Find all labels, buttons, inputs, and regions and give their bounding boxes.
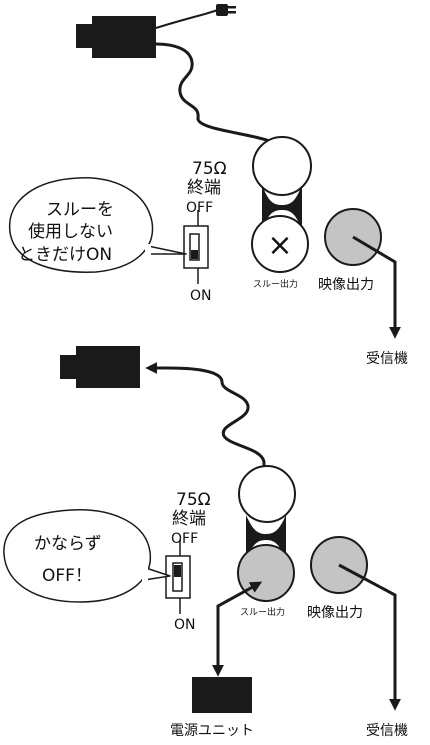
top-diagram: × 75Ω 終端 OFF ON スルーを 使用しない ときだけON スルー出力 <box>8 4 408 367</box>
bottom-input-connector <box>238 465 296 523</box>
bottom-terminator-value: 75Ω <box>176 490 211 510</box>
power-unit-block <box>192 677 252 713</box>
top-bubble-line-3: ときだけON <box>18 245 112 265</box>
bottom-video-cable <box>145 362 270 491</box>
bottom-camera-block <box>60 346 140 388</box>
top-termination-switch <box>183 210 209 284</box>
top-bubble-line-2: 使用しない <box>28 221 113 242</box>
top-terminator-value: 75Ω <box>192 159 227 179</box>
top-bubble-line-1: スルーを <box>46 200 114 220</box>
bottom-switch-on-label: ON <box>174 617 196 633</box>
bottom-receiver-cable <box>338 563 401 711</box>
bottom-through-out-label: スルー出力 <box>240 606 285 618</box>
bottom-bubble-line-2: OFF！ <box>42 566 92 586</box>
bottom-termination-switch <box>165 540 191 614</box>
top-video-cable <box>155 42 287 165</box>
top-receiver-cable <box>352 235 401 339</box>
top-camera-block <box>76 16 156 58</box>
bottom-switch-off-label: OFF <box>171 531 198 547</box>
top-terminal-block: × <box>251 136 382 273</box>
top-speech-bubble: スルーを 使用しない ときだけON <box>8 177 187 273</box>
top-switch-on-label: ON <box>190 288 212 304</box>
top-receiver-label: 受信機 <box>366 351 408 367</box>
bottom-bubble-line-1: かならず <box>34 534 102 554</box>
bottom-power-unit-label: 電源ユニット <box>170 723 254 739</box>
bottom-diagram: 75Ω 終端 OFF ON かならず OFF！ スルー出力 映像出力 電源ユニッ… <box>3 346 408 739</box>
top-through-connector <box>251 215 309 273</box>
top-video-out-label: 映像出力 <box>318 277 374 293</box>
bottom-receiver-label: 受信機 <box>366 723 408 739</box>
bottom-video-out-label: 映像出力 <box>307 605 363 621</box>
bottom-terminator-label: 終端 <box>172 509 206 529</box>
plug-icon <box>216 4 236 16</box>
top-plug-cable <box>155 9 219 29</box>
top-input-connector <box>252 136 312 196</box>
top-through-x-mark: × <box>267 228 292 263</box>
bottom-through-connector <box>237 544 295 602</box>
top-switch-off-label: OFF <box>186 200 213 216</box>
top-terminator-label: 終端 <box>187 178 221 198</box>
bottom-speech-bubble: かならず OFF！ <box>3 509 171 603</box>
bottom-terminal-block <box>237 465 368 602</box>
bottom-power-cable <box>212 581 263 677</box>
top-through-out-label: スルー出力 <box>253 278 298 290</box>
